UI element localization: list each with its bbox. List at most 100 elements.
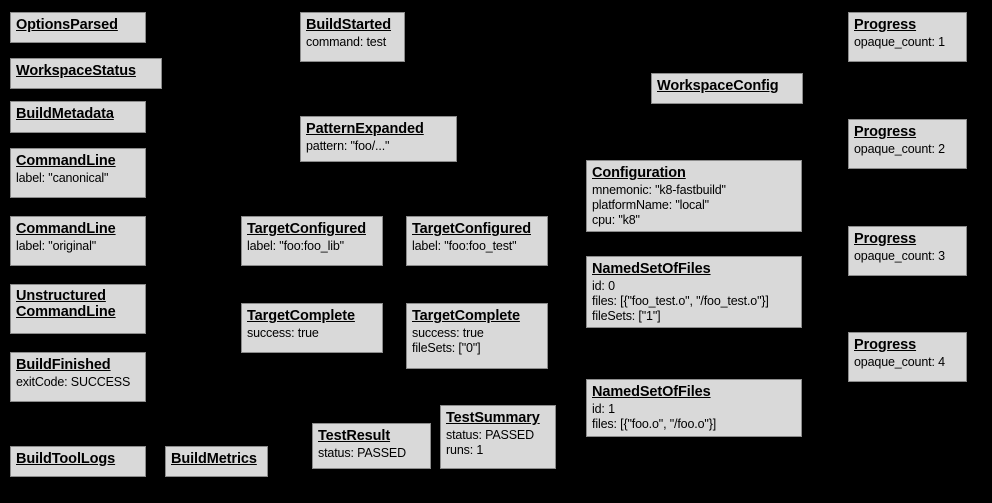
- node-field: opaque_count: 3: [854, 248, 945, 263]
- node-title: CommandLine: [16, 152, 140, 170]
- node-field: exitCode: SUCCESS: [16, 374, 131, 389]
- node-title-line: BuildFinished: [16, 357, 111, 373]
- node-title-line: BuildMetrics: [171, 451, 257, 467]
- node-title-line: BuildStarted: [306, 17, 392, 33]
- node-title: Configuration: [592, 164, 796, 182]
- node-title: NamedSetOfFiles: [592, 383, 796, 401]
- node-title-line: Configuration: [592, 165, 686, 181]
- node-field: id: 0: [592, 278, 615, 293]
- node-title: WorkspaceConfig: [657, 77, 797, 95]
- node-workspace-status[interactable]: WorkspaceStatus: [10, 58, 162, 89]
- node-title: BuildFinished: [16, 356, 140, 374]
- node-title-line: TargetConfigured: [412, 221, 531, 237]
- node-title: TargetConfigured: [247, 220, 377, 238]
- node-title: Progress: [854, 336, 961, 354]
- node-field: opaque_count: 2: [854, 141, 945, 156]
- node-title: NamedSetOfFiles: [592, 260, 796, 278]
- node-workspace-config[interactable]: WorkspaceConfig: [651, 73, 803, 104]
- node-title-line: TargetComplete: [412, 308, 520, 324]
- node-title: TestResult: [318, 427, 425, 445]
- node-title-line: Progress: [854, 337, 917, 353]
- node-title-line: WorkspaceConfig: [657, 78, 779, 94]
- node-title-line: NamedSetOfFiles: [592, 384, 711, 400]
- node-title: BuildMetadata: [16, 105, 140, 123]
- node-title: BuildMetrics: [171, 450, 262, 468]
- node-build-tool-logs[interactable]: BuildToolLogs: [10, 446, 146, 477]
- node-field: success: true: [247, 325, 319, 340]
- node-field: mnemonic: "k8-fastbuild": [592, 182, 726, 197]
- node-field: status: PASSED: [446, 427, 534, 442]
- node-title-line: CommandLine: [16, 304, 116, 321]
- node-title: TargetConfigured: [412, 220, 542, 238]
- node-field: label: "foo:foo_lib": [247, 238, 344, 253]
- node-title: Progress: [854, 123, 961, 141]
- node-title: TargetComplete: [247, 307, 377, 325]
- node-title-line: PatternExpanded: [306, 121, 424, 137]
- node-title-line: WorkspaceStatus: [16, 63, 136, 79]
- node-title-line: OptionsParsed: [16, 17, 118, 33]
- node-title: PatternExpanded: [306, 120, 451, 138]
- node-field: success: true: [412, 325, 484, 340]
- node-field: label: "foo:foo_test": [412, 238, 517, 253]
- node-build-metrics[interactable]: BuildMetrics: [165, 446, 268, 477]
- node-field: files: [{"foo.o", "/foo.o"}]: [592, 416, 717, 431]
- node-title-line: Unstructured: [16, 288, 106, 304]
- node-title-line: BuildToolLogs: [16, 451, 116, 467]
- node-build-metadata[interactable]: BuildMetadata: [10, 101, 146, 133]
- node-field: fileSets: ["1"]: [592, 308, 661, 323]
- node-title: Progress: [854, 16, 961, 34]
- node-title: OptionsParsed: [16, 16, 140, 34]
- node-field: platformName: "local": [592, 197, 709, 212]
- node-title-line: TargetComplete: [247, 308, 355, 324]
- node-title-line: NamedSetOfFiles: [592, 261, 711, 277]
- node-field: id: 1: [592, 401, 615, 416]
- node-title: TestSummary: [446, 409, 550, 427]
- node-title-line: Progress: [854, 231, 917, 247]
- node-title-line: TestResult: [318, 428, 391, 444]
- node-field: opaque_count: 1: [854, 34, 945, 49]
- node-title-line: TargetConfigured: [247, 221, 366, 237]
- node-field: files: [{"foo_test.o", "/foo_test.o"}]: [592, 293, 769, 308]
- node-field: status: PASSED: [318, 445, 406, 460]
- node-field: label: "canonical": [16, 170, 109, 185]
- node-title: TargetComplete: [412, 307, 542, 325]
- node-field: pattern: "foo/...": [306, 138, 390, 153]
- node-field: cpu: "k8": [592, 212, 640, 227]
- node-options-parsed[interactable]: OptionsParsed: [10, 12, 146, 43]
- node-title-line: BuildMetadata: [16, 106, 114, 122]
- node-title-line: Progress: [854, 17, 917, 33]
- node-title: Progress: [854, 230, 961, 248]
- node-title-line: Progress: [854, 124, 917, 140]
- node-title-line: TestSummary: [446, 410, 540, 426]
- node-title: BuildStarted: [306, 16, 399, 34]
- node-title: CommandLine: [16, 220, 140, 238]
- node-field: fileSets: ["0"]: [412, 340, 481, 355]
- node-title: WorkspaceStatus: [16, 62, 156, 80]
- node-title-line: CommandLine: [16, 221, 116, 237]
- node-field: label: "original": [16, 238, 96, 253]
- node-title: BuildToolLogs: [16, 450, 140, 468]
- node-field: command: test: [306, 34, 387, 49]
- node-field: runs: 1: [446, 442, 484, 457]
